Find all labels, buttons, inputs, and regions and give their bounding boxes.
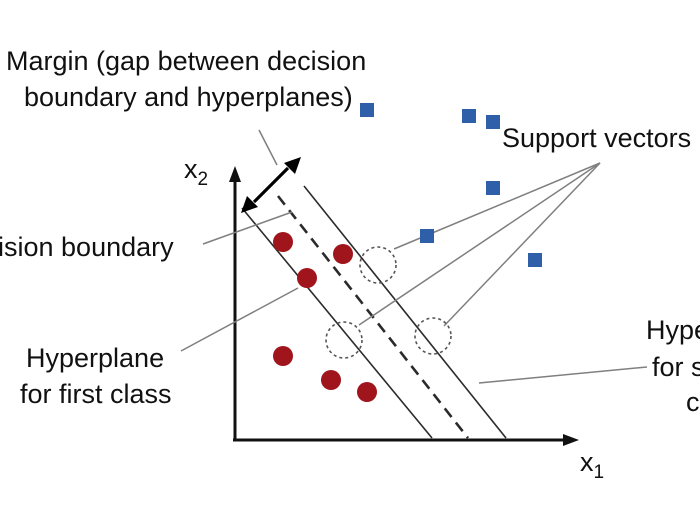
hyperplane-second-class	[303, 185, 507, 439]
pointer-lines	[180, 129, 648, 384]
margin-arrow-head-lower	[241, 196, 258, 213]
hyperplane-first-pointer-line	[180, 287, 299, 352]
second-class-support-vector	[360, 103, 374, 117]
margin-arrow	[241, 157, 301, 213]
decision-boundary-label: Decision boundary	[0, 232, 174, 262]
first-class-point	[321, 370, 341, 390]
hyperplane-second-pointer-line	[478, 366, 648, 384]
margin-label-line1: Margin (gap between decision	[6, 46, 366, 76]
margin-arrow-shaft	[252, 166, 290, 204]
support-vector-ring-circle	[325, 321, 363, 359]
support-vector-ring-square-upper	[359, 246, 397, 284]
separating-lines	[241, 185, 507, 439]
support-vectors-pointer-2	[358, 162, 601, 326]
support-vectors-pointer-3	[443, 162, 601, 327]
hyperplane-second-label-line2: for second	[652, 352, 700, 382]
first-class-point	[357, 382, 377, 402]
y-axis-label: x2	[184, 154, 208, 190]
second-class-support-vector	[420, 229, 434, 243]
first-class-point	[273, 346, 293, 366]
hyperplane-first-label-line1: Hyperplane	[26, 343, 164, 373]
x-axis-arrowhead	[563, 434, 579, 446]
y-axis-label-letter: x	[184, 154, 198, 184]
labels: Margin (gap between decision boundary an…	[0, 46, 700, 483]
hyperplane-first-label-line2: for first class	[20, 379, 172, 409]
decision-boundary-line	[276, 195, 470, 439]
first-class-point	[297, 268, 317, 288]
first-class-point	[273, 232, 293, 252]
y-axis-label-subscript: 2	[198, 169, 209, 190]
data-points	[273, 103, 542, 402]
support-vector-ring-square-lower	[414, 317, 452, 355]
second-class-point	[486, 181, 500, 195]
x-axis-label-subscript: 1	[594, 462, 605, 483]
margin-pointer-line	[258, 129, 278, 166]
margin-arrow-head-upper	[284, 157, 301, 174]
decision-boundary-pointer-line	[202, 211, 293, 245]
second-class-point	[462, 109, 476, 123]
hyperplane-first-class	[241, 207, 433, 439]
x-axis-label-letter: x	[580, 447, 594, 477]
y-axis-arrowhead	[229, 166, 241, 182]
margin-label-line2: boundary and hyperplanes)	[24, 82, 353, 112]
x-axis-label: x1	[580, 447, 604, 483]
support-vectors-label: Support vectors	[502, 123, 691, 153]
axes	[229, 166, 579, 446]
hyperplane-second-label-line3: class	[686, 387, 700, 417]
second-class-point	[528, 253, 542, 267]
support-vector-rings	[325, 246, 452, 359]
hyperplane-second-label-line1: Hyperplane	[646, 315, 700, 345]
second-class-point	[486, 115, 500, 129]
first-class-support-vector	[333, 244, 353, 264]
